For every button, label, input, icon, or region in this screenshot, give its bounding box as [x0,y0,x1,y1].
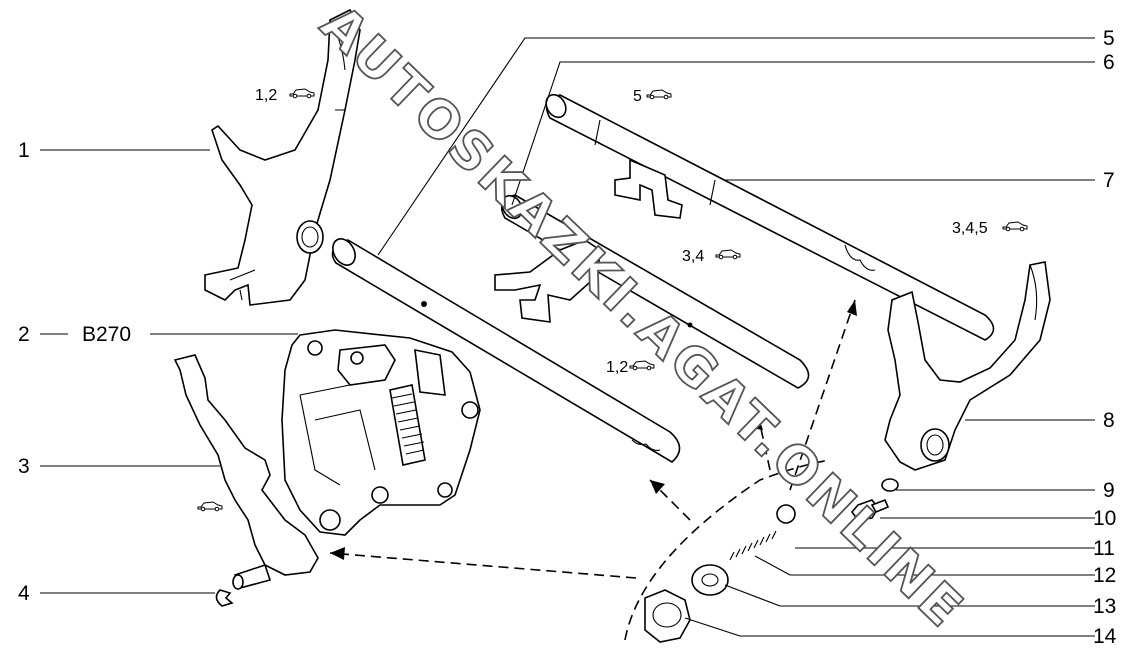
applicability-note: 3,4 [682,248,741,265]
selector-rod-7 [545,93,995,341]
leader-lines [40,37,1095,637]
applicability-note: 1,2 [255,87,315,104]
callout-3: 3 [18,455,30,478]
selector-rod-6 [494,194,810,389]
callout-11: 11 [1093,537,1115,560]
car-icon [1002,221,1028,232]
selector-rod-5 [331,238,681,463]
callout-2-code: B270 [82,323,131,346]
car-icon [715,249,741,260]
bolt-10 [850,498,890,521]
applicability-note: 1,2 [606,359,655,376]
applicability-text: 3,4,5 [952,220,988,237]
shift-fork-1-2 [204,8,361,306]
callout-5: 5 [1103,27,1115,50]
sealing-washer-13 [691,564,729,596]
applicability-note: 3,4,5 [952,220,1028,237]
detent-spring-12 [729,530,777,561]
shift-fork-3-4-5 [884,261,1051,471]
detent-ball-11 [776,504,796,524]
callout-7: 7 [1103,169,1115,192]
lock-washer-9 [881,478,899,492]
plug-14 [644,589,691,643]
car-icon [646,89,672,100]
shift-lever-3 [173,354,319,590]
car-icon [197,501,223,512]
applicability-text: 1,2 [255,87,277,104]
applicability-text: 3,4 [682,248,704,265]
callout-10: 10 [1093,507,1116,530]
applicability-text: 5 [633,88,642,105]
selector-mechanism-b270 [281,329,481,536]
applicability-note: 5 [633,88,672,105]
callout-9: 9 [1103,479,1115,502]
callout-12: 12 [1093,564,1116,587]
callout-1: 1 [18,139,30,162]
applicability-note [197,501,223,512]
applicability-text: 1,2 [606,359,628,376]
callout-4: 4 [18,582,30,605]
callout-13: 13 [1093,595,1116,618]
callout-6: 6 [1103,51,1115,74]
callout-2: 2 [18,323,30,346]
callout-14: 14 [1093,625,1117,648]
assembly-path-lines [329,299,857,641]
car-icon [289,88,315,99]
circlip-4 [215,589,234,607]
watermark-text: AUTOSKAZKI.AGAT.ONLINE [309,0,976,641]
callout-8: 8 [1103,409,1115,432]
